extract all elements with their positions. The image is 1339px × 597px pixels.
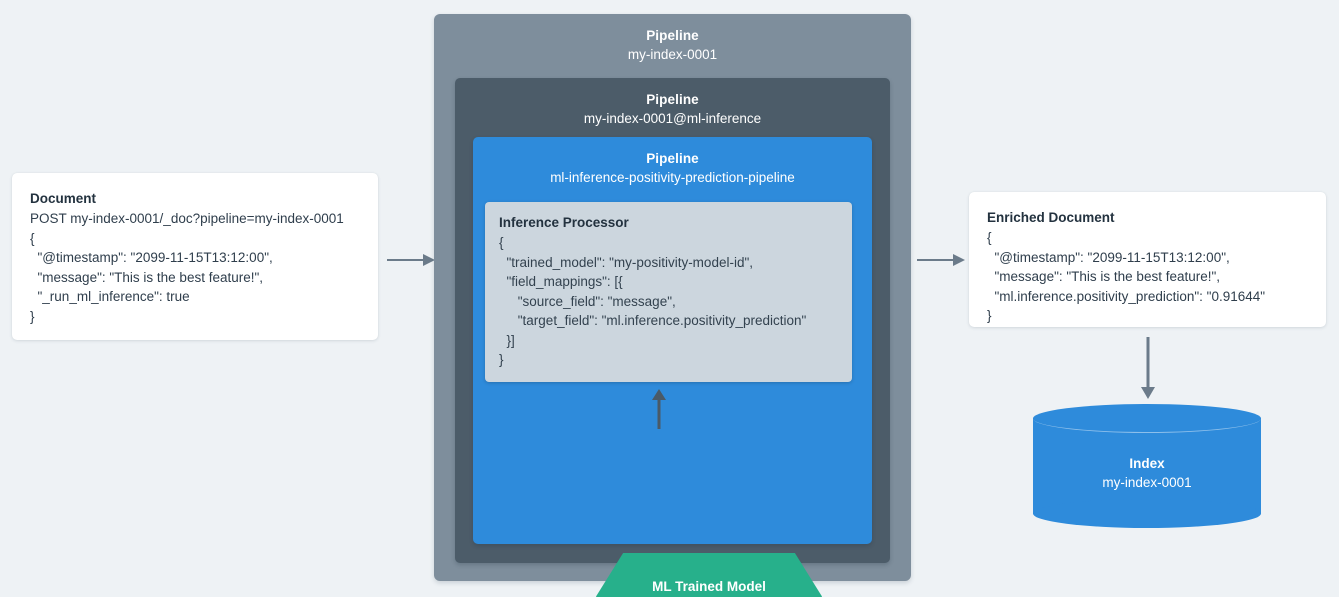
pipeline-to-enriched-document-arrow — [917, 254, 965, 266]
pipeline-inner-header: Pipeline ml-inference-positivity-predict… — [473, 137, 872, 188]
inference-processor-title: Inference Processor — [499, 215, 629, 230]
enriched-document-card: Enriched Document { "@timestamp": "2099-… — [969, 192, 1326, 327]
ml-trained-model-label: ML Trained Model — [652, 579, 766, 594]
pipeline-outer-value: my-index-0001 — [627, 47, 718, 62]
pipeline-outer-box: Pipeline my-index-0001 Pipeline my-index… — [434, 14, 911, 597]
index-cylinder-text: Index my-index-0001 — [1033, 454, 1261, 493]
document-to-pipeline-arrow — [387, 254, 435, 266]
inference-processor-box: Inference Processor { "trained_model": "… — [485, 202, 852, 382]
index-cylinder-body — [1033, 418, 1261, 514]
source-document-body: POST my-index-0001/_doc?pipeline=my-inde… — [30, 211, 344, 324]
enriched-document-title: Enriched Document — [987, 210, 1115, 225]
pipeline-mid-header: Pipeline my-index-0001@ml-inference — [455, 78, 890, 129]
pipeline-mid-box: Pipeline my-index-0001@ml-inference Pipe… — [455, 78, 890, 597]
pipeline-mid-value: my-index-0001@ml-inference — [583, 111, 762, 126]
inference-processor-body: { "trained_model": "my-positivity-model-… — [499, 235, 807, 367]
index-label: Index — [1129, 456, 1165, 471]
index-cylinder: Index my-index-0001 — [1033, 404, 1261, 528]
index-value: my-index-0001 — [1102, 475, 1192, 490]
source-document-title: Document — [30, 191, 97, 206]
pipeline-mid-label: Pipeline — [646, 92, 699, 107]
pipeline-outer-header: Pipeline my-index-0001 — [434, 14, 911, 65]
index-cylinder-top — [1033, 404, 1261, 433]
index-cylinder-bottom — [1033, 499, 1261, 528]
enriched-document-to-index-arrow — [1141, 337, 1155, 399]
model-to-processor-arrow — [652, 389, 666, 429]
pipeline-outer-label: Pipeline — [646, 28, 699, 43]
pipeline-inner-value: ml-inference-positivity-prediction-pipel… — [550, 170, 795, 185]
ml-trained-model-hexagon: ML Trained Model my-positivity-model-id — [596, 553, 822, 597]
pipeline-inner-label: Pipeline — [646, 151, 699, 166]
source-document-card: Document POST my-index-0001/_doc?pipelin… — [12, 173, 378, 340]
pipeline-inner-box: Pipeline ml-inference-positivity-predict… — [473, 137, 872, 597]
enriched-document-body: { "@timestamp": "2099-11-15T13:12:00", "… — [987, 230, 1266, 323]
